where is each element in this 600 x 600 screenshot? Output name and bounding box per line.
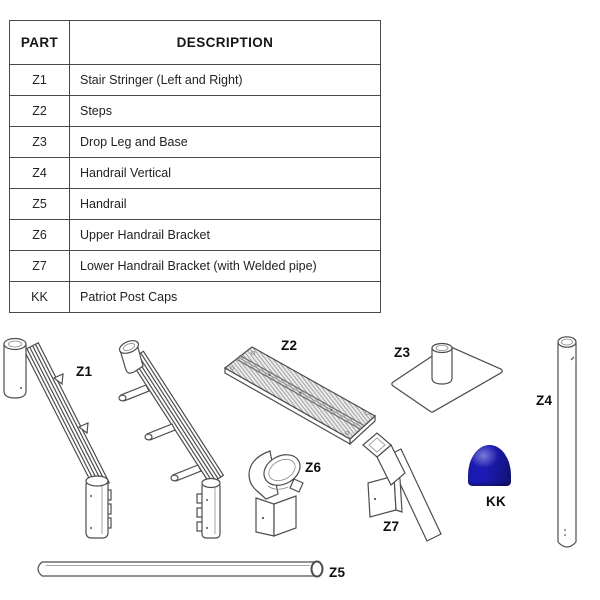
z4-handrail-vertical-drawing: [557, 336, 577, 548]
table-row: Z2 Steps: [9, 95, 381, 127]
part-code: Z1: [9, 64, 70, 96]
z7-lower-handrail-bracket-drawing: [362, 432, 442, 542]
label-z3: Z3: [394, 345, 411, 360]
part-code: Z7: [9, 250, 70, 282]
label-z2: Z2: [281, 338, 298, 353]
label-z4: Z4: [536, 393, 553, 408]
kk-post-cap: [468, 445, 511, 486]
part-description: Upper Handrail Bracket: [69, 219, 381, 251]
z3-drop-leg-base-drawing: [391, 342, 503, 413]
part-description: Patriot Post Caps: [69, 281, 381, 313]
z5-handrail-drawing: [37, 560, 324, 578]
parts-table: PART DESCRIPTION Z1 Stair Stringer (Left…: [9, 20, 381, 313]
col-header-part: PART: [9, 20, 70, 65]
table-row: Z4 Handrail Vertical: [9, 157, 381, 189]
part-description: Handrail Vertical: [69, 157, 381, 189]
table-row: Z1 Stair Stringer (Left and Right): [9, 64, 381, 96]
part-description: Drop Leg and Base: [69, 126, 381, 158]
table-header-row: PART DESCRIPTION: [9, 20, 381, 65]
label-z6: Z6: [305, 460, 322, 475]
z1-left-stair-stringer-drawing: [3, 337, 112, 539]
part-description: Stair Stringer (Left and Right): [69, 64, 381, 96]
table-row: Z3 Drop Leg and Base: [9, 126, 381, 158]
table-row: Z5 Handrail: [9, 188, 381, 220]
part-description: Steps: [69, 95, 381, 127]
part-code: KK: [9, 281, 70, 313]
label-kk: KK: [486, 494, 507, 509]
part-description: Handrail: [69, 188, 381, 220]
col-header-description: DESCRIPTION: [69, 20, 381, 65]
part-code: Z3: [9, 126, 70, 158]
label-z1: Z1: [76, 364, 93, 379]
label-z5: Z5: [329, 565, 346, 580]
part-code: Z4: [9, 157, 70, 189]
z2-step-drawing: [223, 346, 377, 446]
table-row: Z6 Upper Handrail Bracket: [9, 219, 381, 251]
part-code: Z6: [9, 219, 70, 251]
table-row: Z7 Lower Handrail Bracket (with Welded p…: [9, 250, 381, 282]
part-description: Lower Handrail Bracket (with Welded pipe…: [69, 250, 381, 282]
part-code: Z2: [9, 95, 70, 127]
z1-right-stair-stringer-drawing: [118, 340, 225, 539]
table-row: KK Patriot Post Caps: [9, 281, 381, 313]
part-code: Z5: [9, 188, 70, 220]
z6-upper-handrail-bracket-drawing: [248, 450, 304, 537]
label-z7: Z7: [383, 519, 400, 534]
